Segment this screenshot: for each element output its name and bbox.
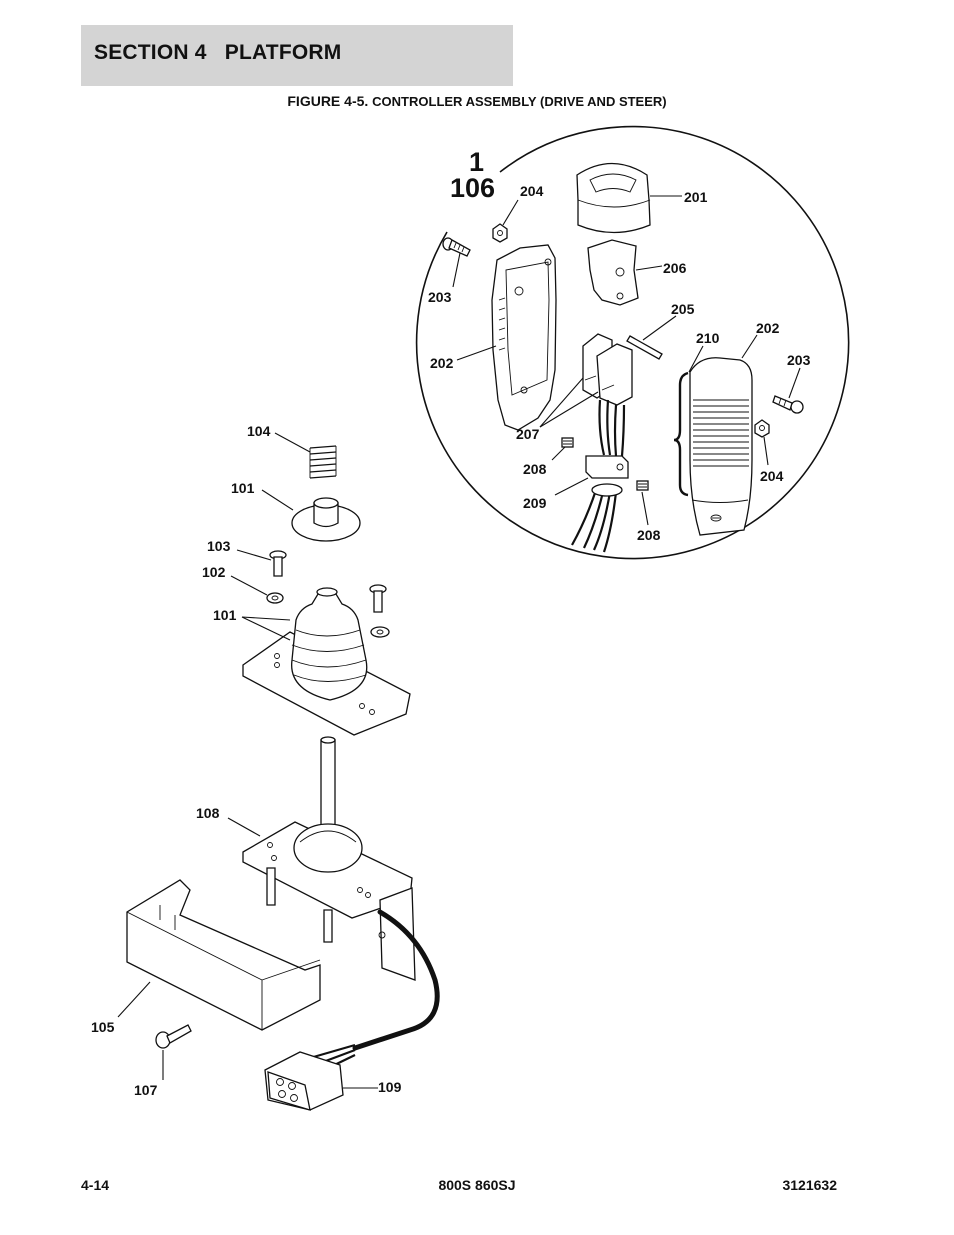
callout-208-upper: 208 xyxy=(523,461,547,477)
callout-209: 209 xyxy=(523,495,547,511)
figure-title: CONTROLLER ASSEMBLY (DRIVE AND STEER) xyxy=(372,94,667,109)
detail-ref-1: 1 xyxy=(469,147,484,177)
callout-109: 109 xyxy=(378,1079,402,1095)
callout-205: 205 xyxy=(671,301,695,317)
part-104-spring xyxy=(309,445,337,479)
figure-caption: FIGURE 4-5. CONTROLLER ASSEMBLY (DRIVE A… xyxy=(0,93,954,109)
callout-206: 206 xyxy=(663,260,687,276)
part-102-washer-left xyxy=(266,592,284,604)
part-103-screw-right xyxy=(369,584,387,613)
callout-203-left: 203 xyxy=(428,289,452,305)
part-207-switches xyxy=(582,333,633,406)
part-109-connector xyxy=(264,1051,344,1111)
detail-view-circle xyxy=(415,125,850,560)
page-number: 4-14 xyxy=(81,1177,110,1193)
part-105-cover xyxy=(126,879,321,1031)
detail-wiring xyxy=(571,399,626,553)
model-name: 800S 860SJ xyxy=(438,1177,516,1193)
part-209-strain-relief xyxy=(585,455,629,497)
part-203-screw-right xyxy=(772,395,804,414)
part-102-washer-right xyxy=(370,626,390,638)
callout-204-top: 204 xyxy=(520,183,544,199)
callout-210: 210 xyxy=(696,330,720,346)
part-201-knob-cap xyxy=(576,162,651,234)
part-205-pin xyxy=(626,335,663,360)
callout-203-right: 203 xyxy=(787,352,811,368)
callout-103: 103 xyxy=(207,538,231,554)
part-202-handle-half-left xyxy=(491,244,557,431)
detail-ref-106: 106 xyxy=(450,173,495,203)
section-title: SECTION 4 PLATFORM xyxy=(94,41,342,64)
callout-107: 107 xyxy=(134,1082,158,1098)
part-108-joystick-base xyxy=(242,736,416,981)
leader-lines xyxy=(117,195,801,1089)
callout-201: 201 xyxy=(684,189,708,205)
callout-202-left: 202 xyxy=(430,355,454,371)
section-header-band: SECTION 4 PLATFORM xyxy=(81,25,513,86)
part-101-boot-collar xyxy=(291,497,361,542)
figure-number: FIGURE 4-5. xyxy=(287,93,369,109)
part-206-actuator xyxy=(587,239,639,306)
callout-102: 102 xyxy=(202,564,226,580)
document-number: 3121632 xyxy=(782,1177,837,1193)
callout-105: 105 xyxy=(91,1019,115,1035)
callout-208-lower: 208 xyxy=(637,527,661,543)
part-202-handle-half-right xyxy=(689,357,753,536)
callout-101-upper: 101 xyxy=(231,480,255,496)
callout-104: 104 xyxy=(247,423,271,439)
part-103-screw xyxy=(269,550,287,577)
part-208-set-screw-upper xyxy=(561,437,574,448)
callout-202-right: 202 xyxy=(756,320,780,336)
callout-204-right: 204 xyxy=(760,468,784,484)
part-203-screw-left xyxy=(442,237,471,257)
part-204-nut-top xyxy=(492,223,508,243)
callout-108: 108 xyxy=(196,805,220,821)
callout-207: 207 xyxy=(516,426,540,442)
part-210-bracket-line xyxy=(673,371,689,497)
callout-101-lower: 101 xyxy=(213,607,237,623)
part-107-screw xyxy=(155,1024,192,1049)
part-204-nut-right xyxy=(754,419,770,438)
part-208-set-screw-lower xyxy=(636,480,649,491)
part-101-boot-plate xyxy=(242,587,411,736)
